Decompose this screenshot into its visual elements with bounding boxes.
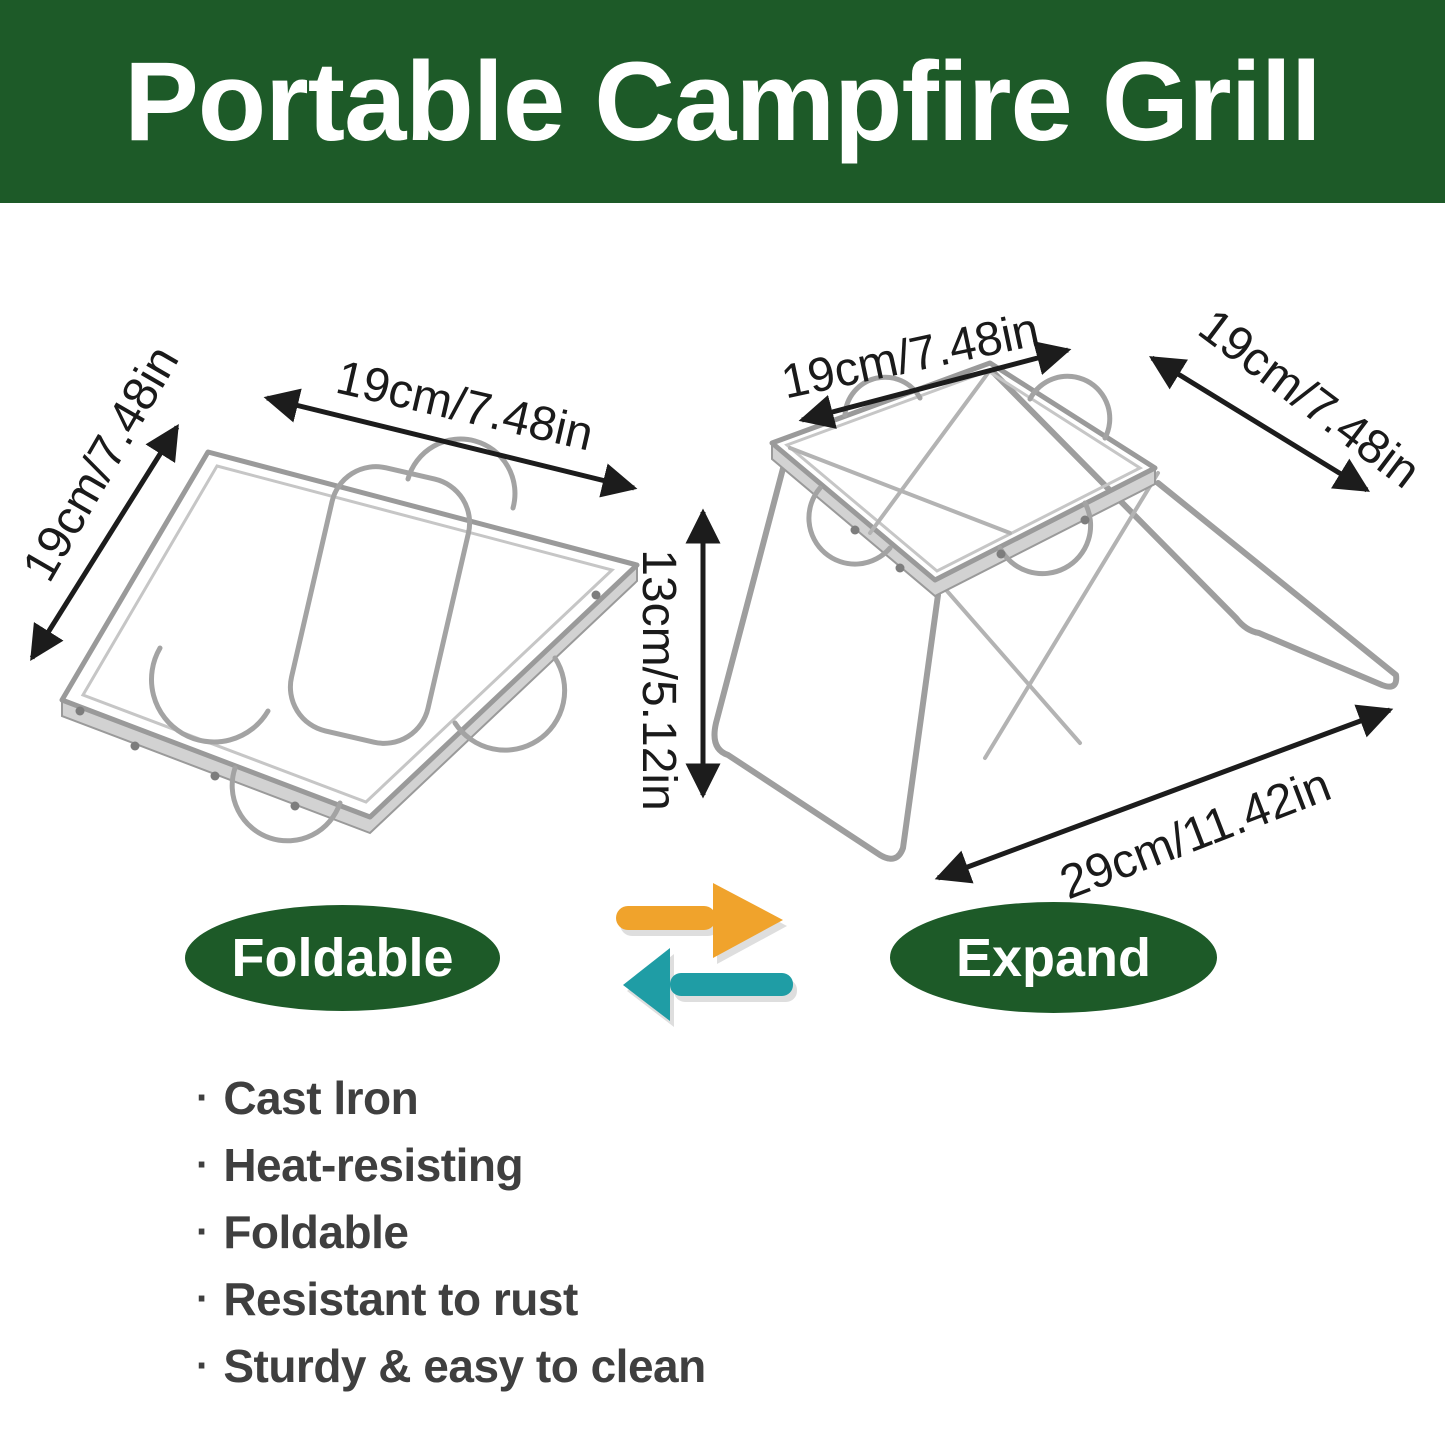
feature-text: Sturdy & easy to clean	[223, 1339, 706, 1392]
feature-item: · Foldable	[196, 1198, 706, 1265]
feature-item: · Sturdy & easy to clean	[196, 1332, 706, 1399]
page-title: Portable Campfire Grill	[124, 39, 1322, 164]
expand-badge-label: Expand	[955, 927, 1152, 988]
feature-item: · Heat-resisting	[196, 1131, 706, 1198]
feature-text: Resistant to rust	[223, 1272, 578, 1325]
foldable-badge-label: Foldable	[231, 928, 454, 988]
dimension-arrows	[29, 341, 1394, 884]
expand-badge: Expand	[890, 902, 1217, 1013]
dimension-label-expanded-top-right: 19cm/7.48in	[1189, 299, 1430, 499]
right-arrow-icon	[616, 883, 783, 958]
header-banner: Portable Campfire Grill	[0, 0, 1445, 203]
feature-item: · Cast lron	[196, 1064, 706, 1131]
dimension-label-height: 13cm/5.12in	[632, 549, 685, 811]
folded-grill-illustration	[59, 436, 640, 844]
feature-text: Heat-resisting	[223, 1138, 524, 1191]
bullet-dot: ·	[196, 1276, 210, 1321]
foldable-badge: Foldable	[185, 905, 500, 1011]
bullet-dot: ·	[196, 1075, 210, 1120]
swap-arrows-icon	[616, 883, 797, 1027]
feature-list: · Cast lron · Heat-resisting · Foldable …	[196, 1064, 706, 1399]
feature-item: · Resistant to rust	[196, 1265, 706, 1332]
bullet-dot: ·	[196, 1142, 210, 1187]
feature-text: Cast lron	[223, 1071, 419, 1124]
left-arrow-icon	[623, 948, 793, 1021]
figure-illustration: 19cm/7.48in 19cm/7.48in 13cm/5.12in 19cm…	[13, 299, 1430, 903]
bullet-dot: ·	[196, 1343, 210, 1388]
bullet-dot: ·	[196, 1209, 210, 1254]
feature-text: Foldable	[223, 1205, 409, 1258]
